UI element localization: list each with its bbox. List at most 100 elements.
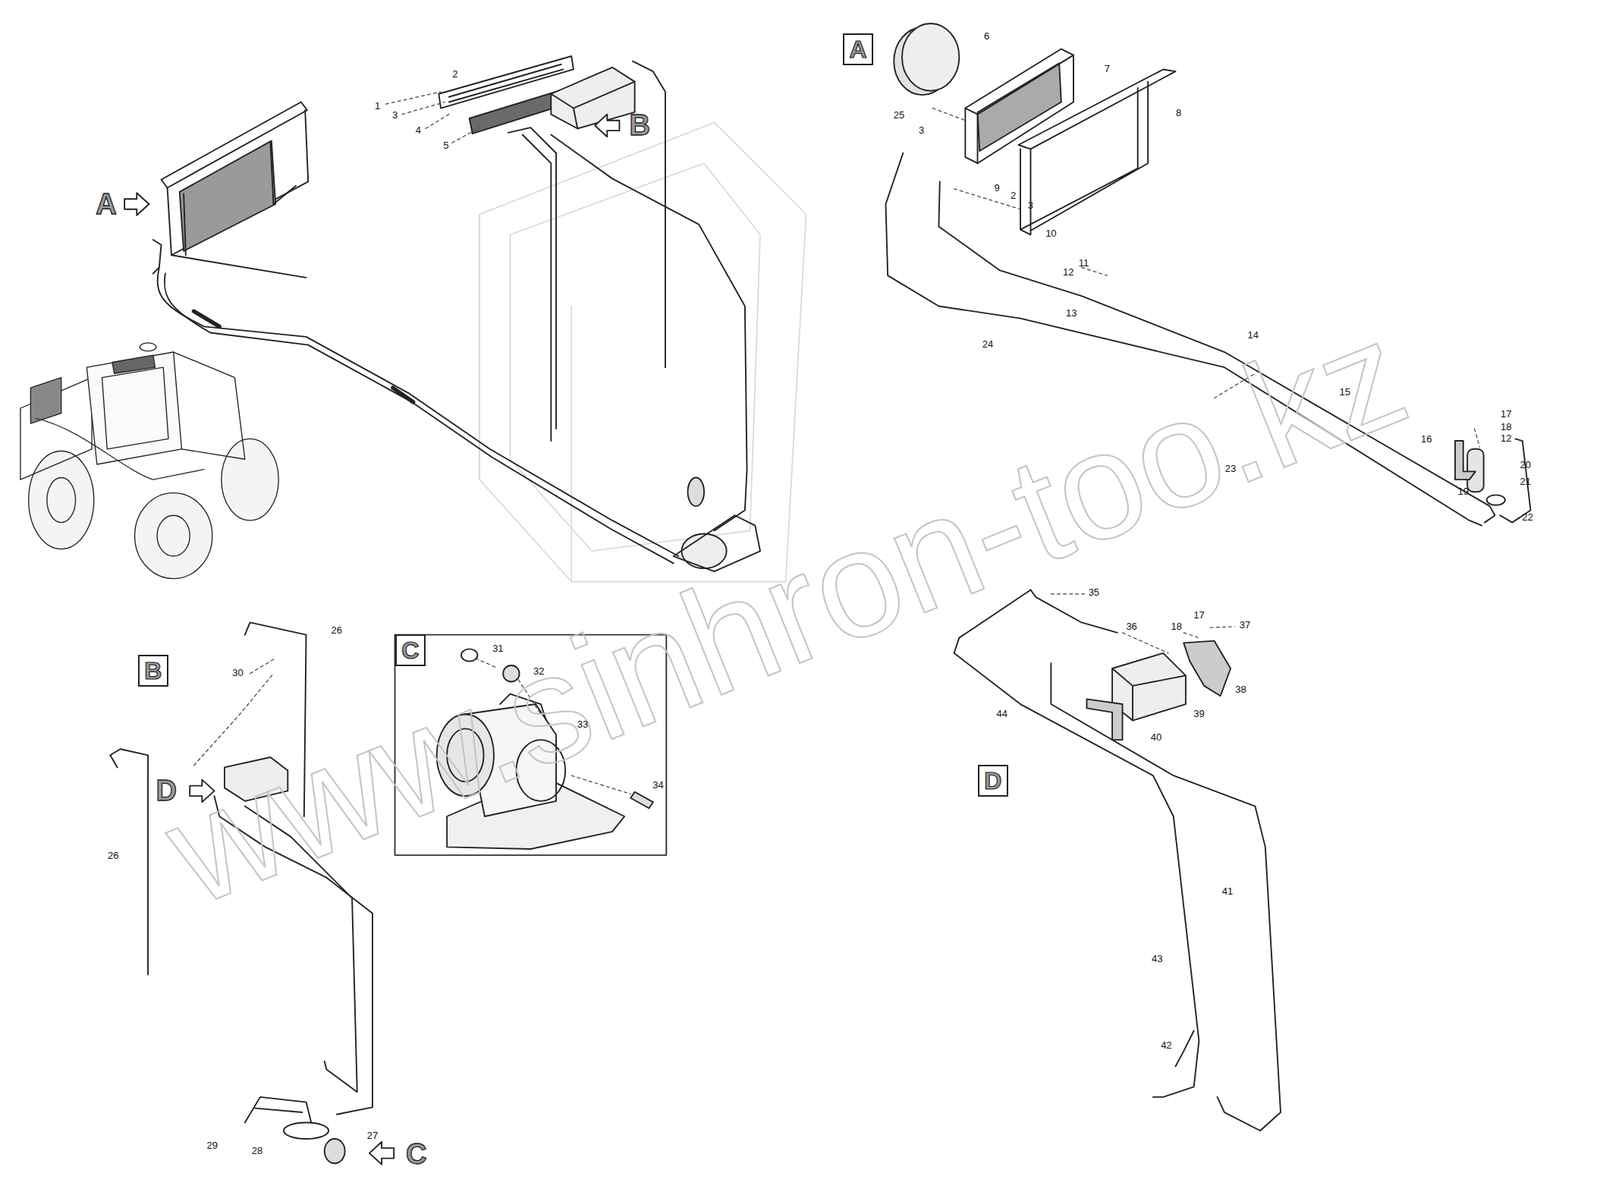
drawing-line xyxy=(245,1097,312,1123)
view-letter-box: B xyxy=(138,654,169,687)
drawing-line xyxy=(1030,589,1117,632)
drawing-line xyxy=(1020,81,1148,236)
drawing-line xyxy=(221,438,279,521)
drawing-line xyxy=(965,49,1074,164)
callout-number: 22 xyxy=(1521,511,1533,522)
callout-number: 3 xyxy=(1027,200,1034,211)
drawing-line xyxy=(479,213,572,582)
drawing-line xyxy=(110,748,148,975)
drawing-line xyxy=(385,91,480,143)
drawing-line xyxy=(461,648,478,661)
callout-number: 17 xyxy=(1193,609,1204,620)
callout-number: 29 xyxy=(207,1140,218,1151)
drawing-line xyxy=(179,141,276,252)
drawing-line xyxy=(965,55,1074,164)
drawing-line xyxy=(369,1141,394,1165)
callout-number: 40 xyxy=(1150,732,1162,742)
view-letter: C xyxy=(405,1139,427,1169)
drawing-line xyxy=(1112,668,1186,721)
drawing-line xyxy=(954,589,1200,1097)
callout-number: 12 xyxy=(1062,266,1074,277)
drawing-line xyxy=(510,163,761,551)
drawing-line xyxy=(1050,663,1281,1131)
drawing-line xyxy=(1455,440,1476,480)
drawing-line xyxy=(1486,494,1506,505)
drawing-line xyxy=(213,795,372,1115)
drawing-line xyxy=(550,135,747,532)
drawing-line xyxy=(157,515,190,557)
drawing-line xyxy=(135,493,213,579)
drawing-line xyxy=(1050,594,1235,654)
drawing-line xyxy=(167,110,309,255)
drawing-line xyxy=(475,658,631,795)
callout-number: 41 xyxy=(1222,886,1233,896)
callout-number: 26 xyxy=(107,850,119,861)
drawing-line xyxy=(245,806,358,1093)
view-letter: B xyxy=(144,658,162,683)
drawing-line xyxy=(324,1138,346,1164)
callout-number: 37 xyxy=(1239,619,1251,630)
drawing-line xyxy=(885,153,1481,526)
view-letter: C xyxy=(401,638,419,663)
drawing-line xyxy=(194,311,414,403)
drawing-line xyxy=(124,192,149,216)
callout-number: 4 xyxy=(415,124,422,135)
callout-number: 3 xyxy=(392,109,398,120)
callout-number: 7 xyxy=(1104,63,1110,74)
callout-number: 35 xyxy=(1088,587,1100,598)
drawing-line xyxy=(436,714,494,797)
callout-number: 14 xyxy=(1247,330,1258,340)
callout-number: 5 xyxy=(443,139,449,150)
view-letter: D xyxy=(983,768,1002,793)
drawing-line xyxy=(157,267,679,557)
drawing-line xyxy=(1467,449,1484,492)
drawing-line xyxy=(30,377,61,425)
callout-number: 27 xyxy=(367,1129,378,1140)
drawing-line xyxy=(1175,1030,1194,1066)
callout-number: 10 xyxy=(1045,227,1057,238)
drawing-line xyxy=(446,728,484,782)
callout-number: 44 xyxy=(996,708,1008,719)
drawing-line xyxy=(681,533,727,569)
callout-number: 13 xyxy=(1065,307,1077,318)
callout-number: 21 xyxy=(1520,475,1531,486)
drawing-line xyxy=(502,665,520,683)
callout-number: 3 xyxy=(918,124,925,135)
drawing-line xyxy=(550,67,635,129)
callout-number: 43 xyxy=(1151,952,1163,963)
drawing-line xyxy=(20,377,92,481)
view-letter-box: D xyxy=(977,764,1009,797)
callout-number: 24 xyxy=(982,339,994,349)
callout-number: 32 xyxy=(533,665,544,676)
view-letter: D xyxy=(156,776,177,805)
drawing-line xyxy=(632,61,666,368)
drawing-line xyxy=(1183,641,1231,697)
drawing-line xyxy=(102,367,169,450)
callout-number: 11 xyxy=(1078,257,1090,268)
drawing-line xyxy=(673,515,761,572)
drawing-line xyxy=(499,694,547,720)
drawing-line xyxy=(35,418,205,480)
drawing-line xyxy=(508,127,557,429)
drawing-line xyxy=(522,135,552,442)
drawing-line xyxy=(688,477,705,507)
drawing-line xyxy=(139,342,157,352)
callout-number: 15 xyxy=(1339,386,1351,397)
drawing-line xyxy=(171,142,307,278)
drawing-line xyxy=(932,108,1480,448)
callout-number: 18 xyxy=(1171,620,1182,631)
callout-number: 36 xyxy=(1125,620,1137,631)
callout-number: 33 xyxy=(577,718,588,729)
drawing-line xyxy=(47,477,76,522)
drawing-line xyxy=(28,450,95,549)
view-letter-box: A xyxy=(842,33,874,66)
drawing-line xyxy=(86,352,182,465)
view-letter-box: C xyxy=(395,634,426,667)
callout-number: 8 xyxy=(1175,106,1182,117)
drawing-line xyxy=(189,779,214,803)
drawing-line xyxy=(902,23,959,92)
drawing-line xyxy=(20,23,1531,1165)
callout-number: 34 xyxy=(652,779,664,790)
